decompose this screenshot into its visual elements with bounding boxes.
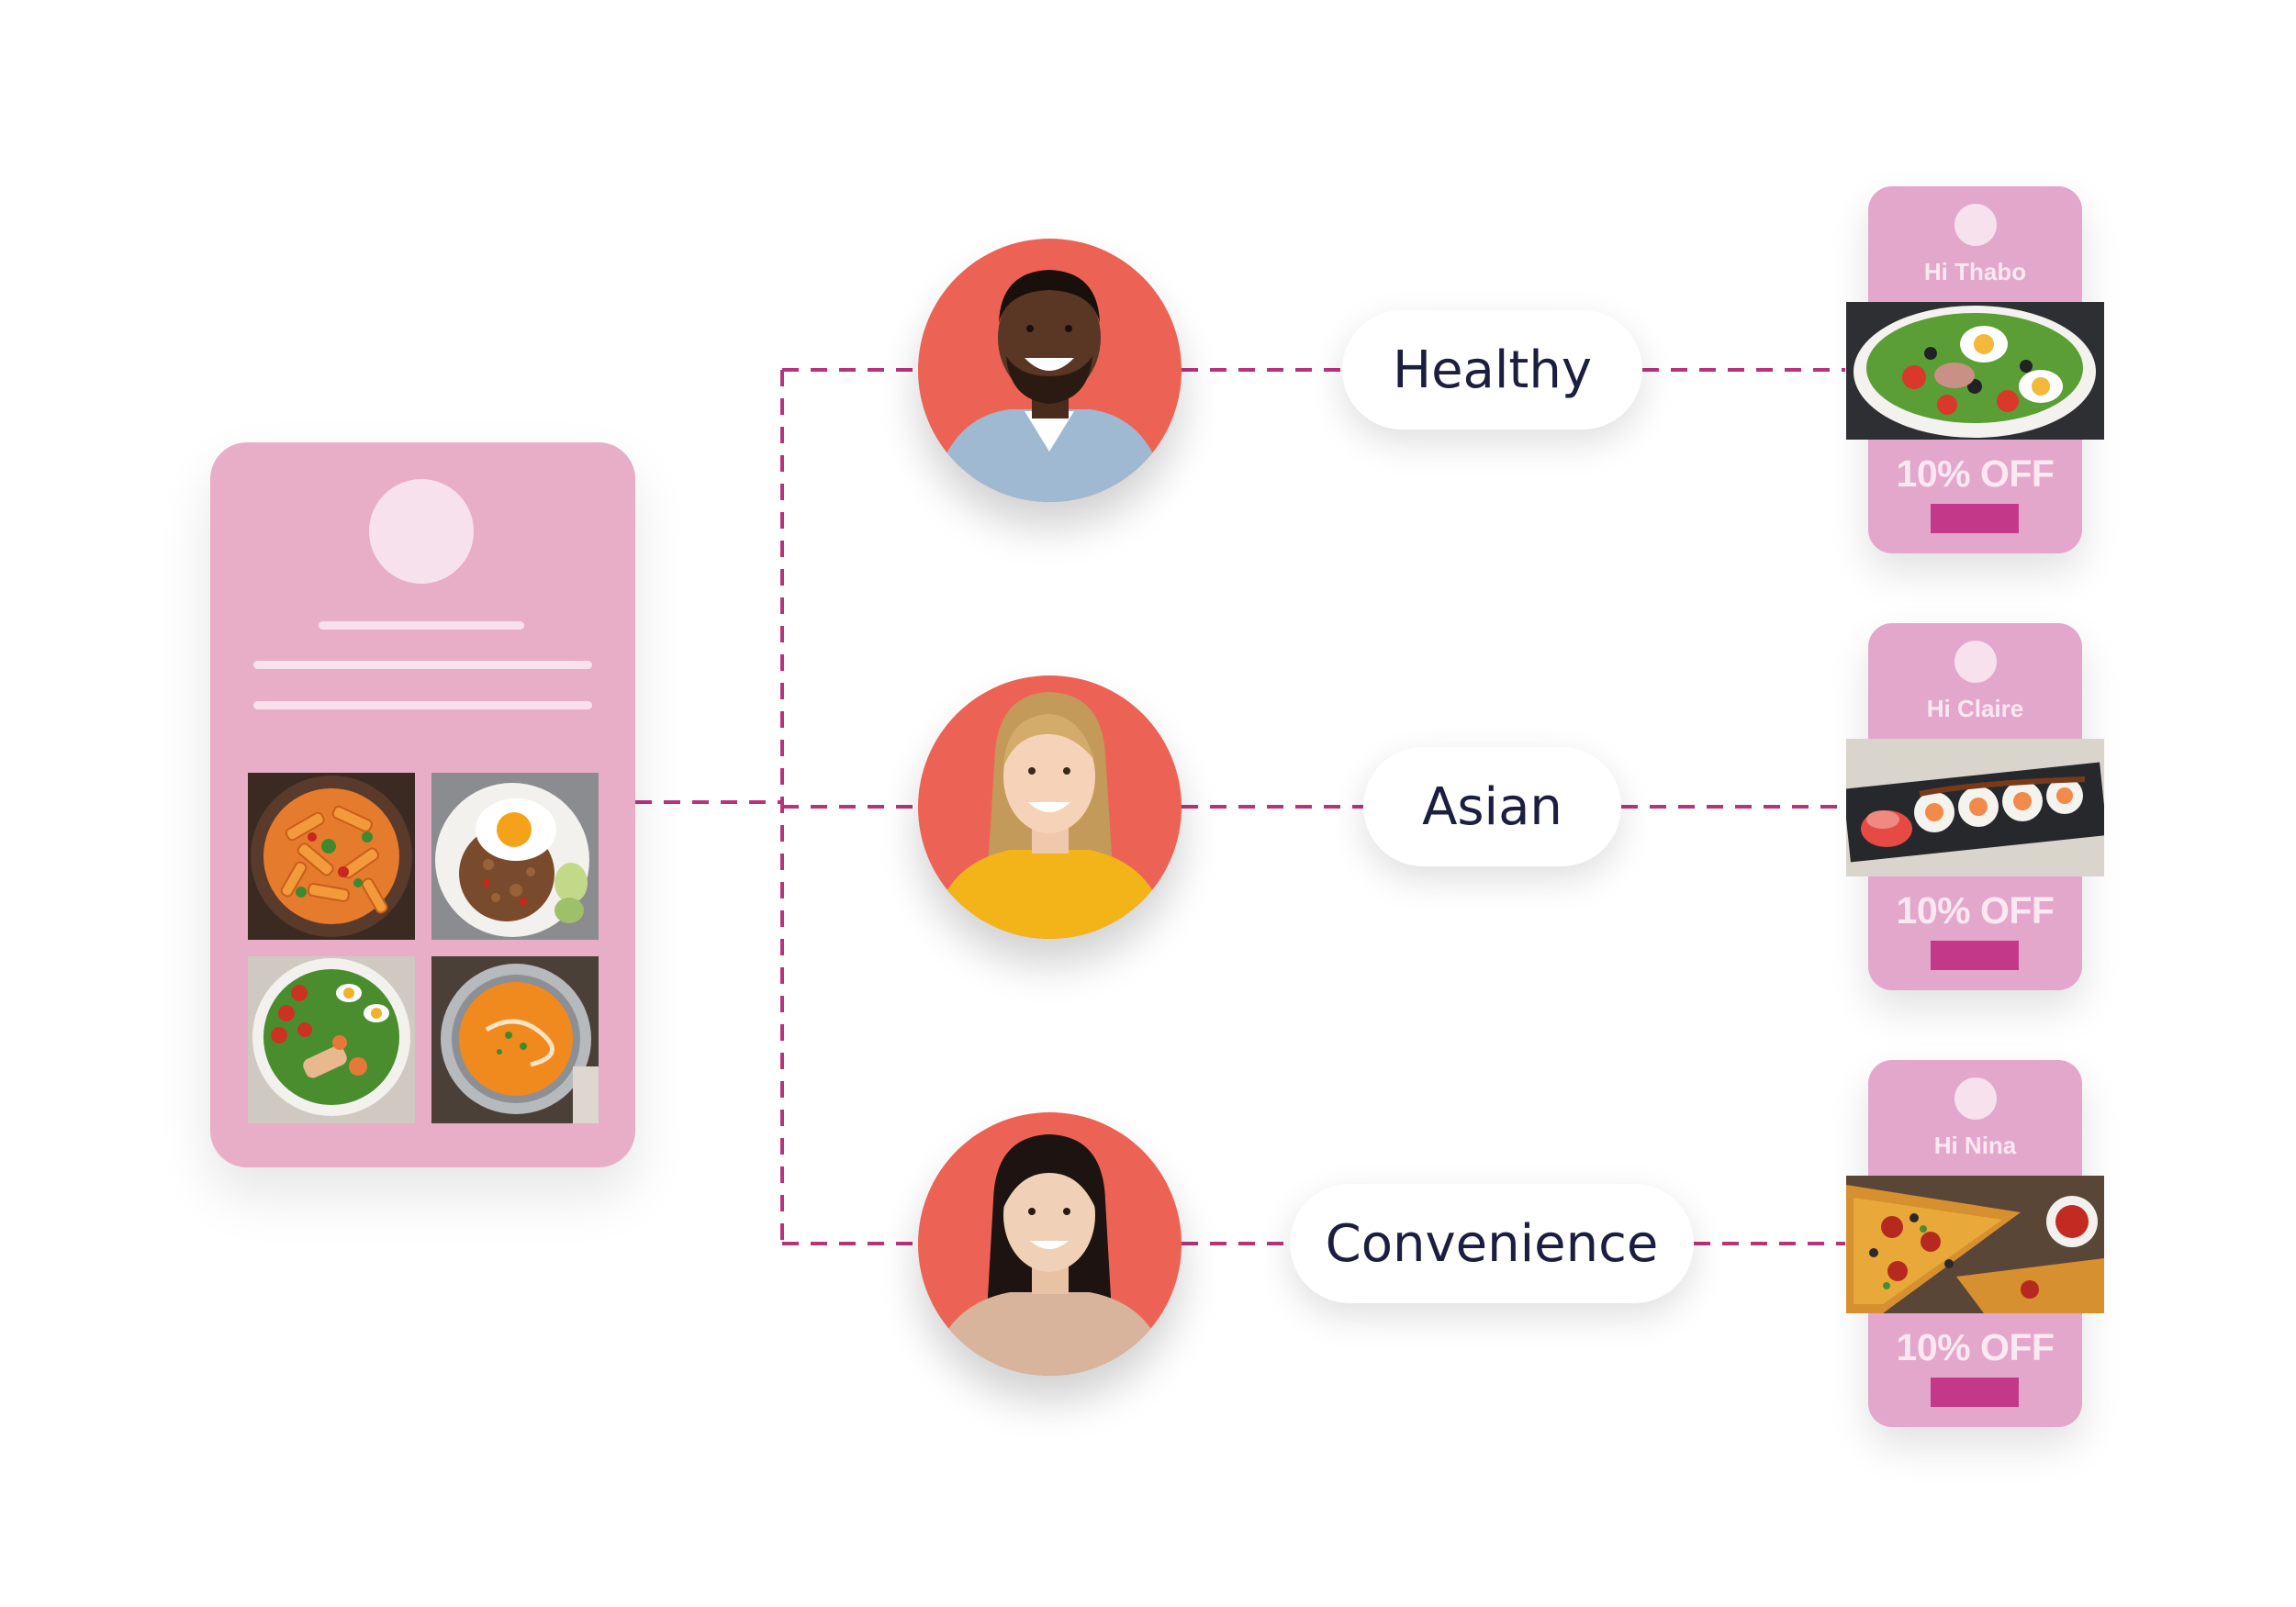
text-placeholder-line (253, 701, 592, 709)
offer-cta-button[interactable] (1931, 1378, 2019, 1407)
profile-placeholder (1954, 204, 1997, 246)
persona-avatar-nina (918, 1112, 1182, 1376)
offer-cta-button[interactable] (1931, 941, 2019, 970)
salad-bowl-image (248, 956, 415, 1123)
segment-pill-healthy: Healthy (1342, 310, 1642, 430)
text-placeholder-line (253, 661, 592, 669)
segment-pill-convenience: Convenience (1290, 1184, 1694, 1303)
pumpkin-soup-image (431, 956, 599, 1123)
offer-greeting: Hi Claire (1926, 695, 2024, 722)
salad-image (1846, 302, 2104, 440)
offer-discount: 10% OFF (1896, 452, 2055, 495)
fried-egg-rice-image (431, 773, 599, 940)
sushi-image (1846, 739, 2104, 876)
text-placeholder-line (319, 621, 524, 630)
segment-pill-asian: Asian (1363, 747, 1621, 866)
app-mockup (210, 442, 635, 1167)
offer-greeting: Hi Nina (1933, 1132, 2017, 1159)
pizza-image (1846, 1176, 2104, 1313)
offer-cta-button[interactable] (1931, 504, 2019, 533)
offer-card-thabo: Hi Thabo 10% OFF (1846, 186, 2104, 553)
profile-placeholder (1954, 641, 1997, 683)
persona-avatar-claire (918, 675, 1182, 939)
offer-card-claire: Hi Claire 10% OFF (1846, 623, 2104, 990)
penne-pasta-image (248, 773, 415, 940)
offer-greeting: Hi Thabo (1923, 258, 2027, 285)
profile-placeholder (369, 479, 474, 584)
offer-card-nina: Hi Nina 10% OFF (1846, 1060, 2104, 1427)
offer-discount: 10% OFF (1896, 1326, 2055, 1368)
profile-placeholder (1954, 1077, 1997, 1120)
offer-discount: 10% OFF (1896, 889, 2055, 932)
persona-avatar-thabo (918, 239, 1182, 502)
